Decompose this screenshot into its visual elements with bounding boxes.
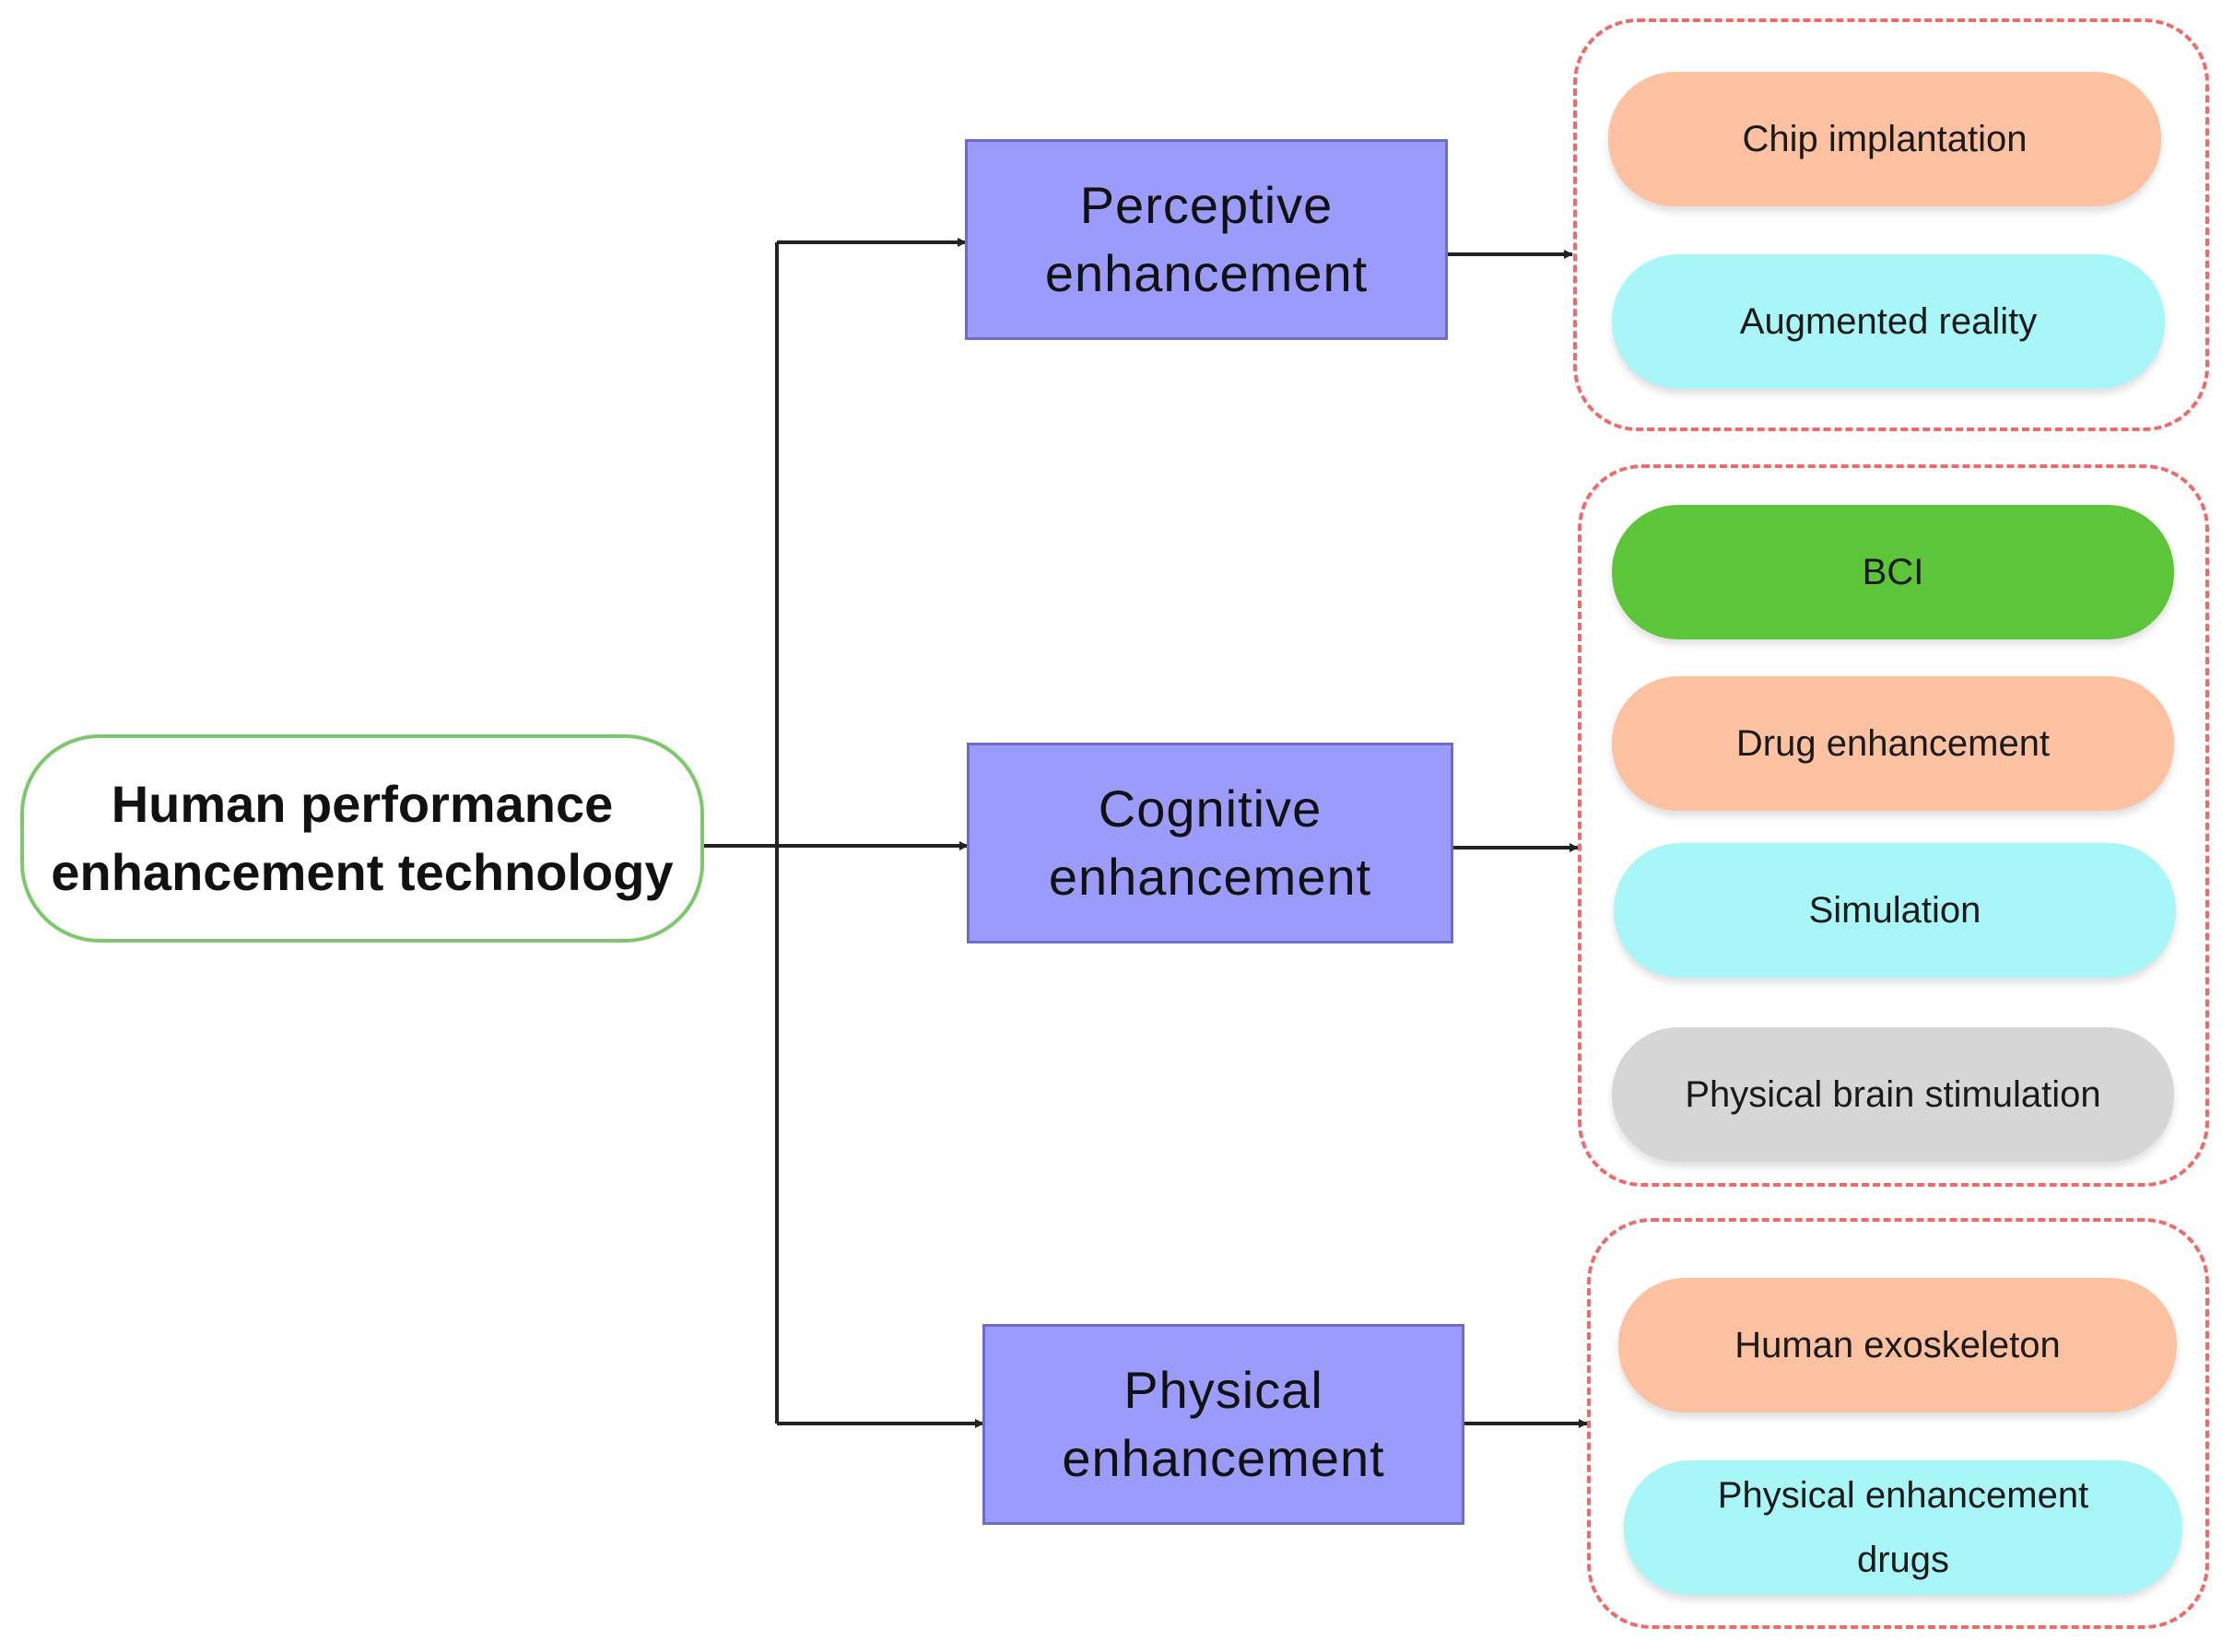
category-cognitive-label: Cognitive enhancement <box>1048 779 1372 906</box>
item-augmented-reality-label: Augmented reality <box>1739 301 2038 342</box>
item-human-exoskeleton-label: Human exoskeleton <box>1734 1325 2061 1365</box>
item-physical-enhancement-drugs-label: Physical enhancement drugs <box>1717 1475 2089 1580</box>
group-physical <box>1587 1218 2209 1629</box>
item-chip-implantation-label: Chip implantation <box>1742 119 2028 159</box>
item-physical-enhancement-drugs: Physical enhancement drugs <box>1624 1460 2182 1595</box>
item-simulation-label: Simulation <box>1808 890 1981 931</box>
category-perceptive-label: Perceptive enhancement <box>1044 176 1369 302</box>
category-physical-label: Physical enhancement <box>1062 1361 1385 1487</box>
item-human-exoskeleton: Human exoskeleton <box>1618 1278 2177 1412</box>
item-bci-label: BCI <box>1862 552 1924 592</box>
item-physical-brain-stimulation-label: Physical brain stimulation <box>1685 1074 2101 1115</box>
item-bci: BCI <box>1612 505 2174 639</box>
root-node: Human performance enhancement technology <box>20 734 704 943</box>
group-cognitive <box>1578 464 2209 1187</box>
item-drug-enhancement-label: Drug enhancement <box>1735 723 2051 764</box>
root-label: Human performance enhancement technology <box>51 775 674 901</box>
category-physical: Physical enhancement <box>982 1324 1464 1525</box>
category-cognitive: Cognitive enhancement <box>967 743 1453 943</box>
item-chip-implantation: Chip implantation <box>1608 72 2161 206</box>
category-perceptive: Perceptive enhancement <box>965 139 1448 340</box>
item-drug-enhancement: Drug enhancement <box>1612 676 2174 811</box>
item-simulation: Simulation <box>1614 843 2176 978</box>
item-augmented-reality: Augmented reality <box>1612 254 2165 389</box>
item-physical-brain-stimulation: Physical brain stimulation <box>1612 1027 2174 1162</box>
group-perceptive <box>1573 18 2209 431</box>
